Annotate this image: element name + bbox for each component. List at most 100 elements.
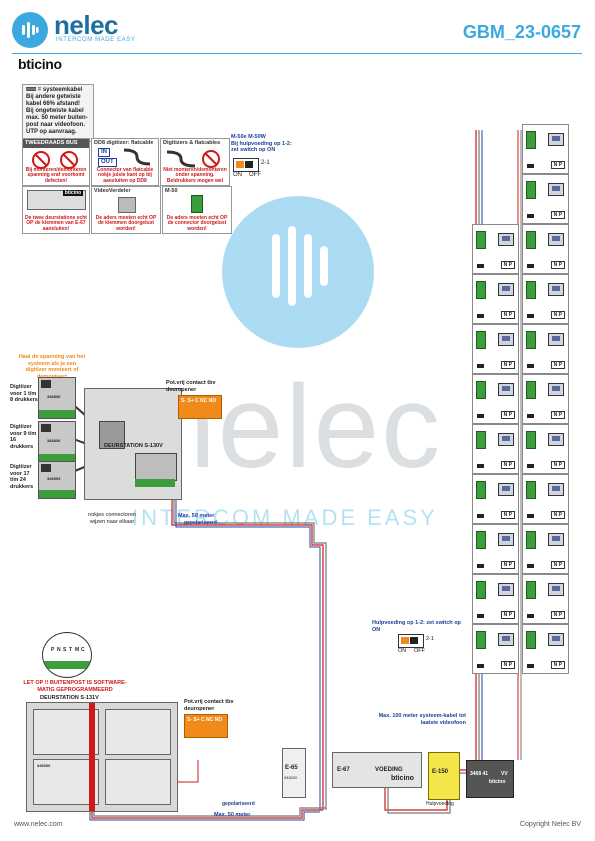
monitor-p-label: P (508, 362, 512, 368)
connector-note: nokjes connectoren wijzen naar elkaar (88, 512, 136, 525)
monitor-n-label: N (553, 462, 558, 468)
e150-aux-power: E-150 (428, 752, 460, 800)
switch-position: 2-1 (261, 160, 270, 166)
video-monitor: N P (472, 224, 519, 274)
no-power-flatcable-icon (166, 149, 220, 168)
info-box-m50-connector: M-50 De aders moeten echt OP de connecto… (162, 186, 232, 234)
monitor-np-label: N P (500, 461, 515, 469)
green-connector-icon (526, 581, 536, 599)
legend-title: = systeemkabel (26, 87, 90, 94)
monitor-n-label: N (553, 312, 558, 318)
monitor-np-label: N P (550, 161, 565, 169)
monitor-n-label: N (553, 412, 558, 418)
video-monitor: N P (522, 224, 569, 274)
green-connector-icon (526, 231, 536, 249)
switch-off-label: OFF (414, 648, 425, 654)
monitor-n-label: N (503, 562, 508, 568)
monitor-screen-icon (548, 333, 564, 346)
monitor-screen-icon (548, 533, 564, 546)
cable-twisted-label: gepolariseerd (222, 801, 255, 807)
monitor-switch-icon (527, 614, 534, 618)
monitor-np-label: N P (550, 311, 565, 319)
cable-length-label: Max. 50 meter (178, 513, 215, 519)
out-label: OUT (98, 158, 117, 167)
info-box-e67-terminals: bticino De twee deurstations echt OP de … (22, 186, 90, 234)
monitor-p-label: P (558, 612, 562, 618)
monitor-switch-icon (477, 414, 484, 418)
monitor-p-label: P (558, 262, 562, 268)
monitor-np-label: N P (550, 611, 565, 619)
monitor-switch-icon (527, 514, 534, 518)
digitizer-label: Digitizer voor 9 t/m 16 drukkers (10, 424, 37, 450)
monitor-p-label: P (558, 512, 562, 518)
monitor-screen-icon (548, 383, 564, 396)
switch-off-label: OFF (249, 172, 261, 178)
monitor-p-label: P (508, 562, 512, 568)
monitor-np-label: N P (500, 261, 515, 269)
footer-website: www.nelec.com (14, 821, 63, 828)
monitor-switch-icon (527, 464, 534, 468)
monitor-switch-icon (477, 614, 484, 618)
video-monitor: N P (472, 324, 519, 374)
monitor-np-label: N P (500, 361, 515, 369)
monitor-np-label: N P (550, 561, 565, 569)
monitor-screen-icon (548, 283, 564, 296)
relay-label: Pot.vrij contact tbv deuropener (184, 699, 234, 712)
flatcable-icon (123, 148, 151, 166)
video-monitor: N P (522, 274, 569, 324)
monitor-switch-icon (477, 564, 484, 568)
monitor-p-label: P (508, 612, 512, 618)
cable-length-label: Max. 50 meter (214, 812, 251, 818)
monitor-switch-icon (527, 214, 534, 218)
monitor-screen-icon (498, 633, 514, 646)
monitor-switch-icon (527, 164, 534, 168)
aux-switch-note: Hulpvoeding op 1-2: zet switch op ON (372, 620, 461, 633)
door-station-label: DEURSTATION S-130V (104, 443, 163, 449)
video-monitor: N P (472, 274, 519, 324)
monitor-n-label: N (503, 412, 508, 418)
green-connector-icon (476, 231, 486, 249)
info-box-dd8-flatcable: DD8 digitizer: flatcable IN OUT Connecto… (91, 138, 159, 186)
monitor-np-label: N P (550, 361, 565, 369)
monitor-np-label: N P (500, 411, 515, 419)
monitor-np-label: N P (550, 211, 565, 219)
monitor-np-label: N P (500, 561, 515, 569)
green-connector-icon (526, 181, 536, 199)
dip-switch-icon (233, 158, 259, 172)
monitor-np-label: N P (550, 661, 565, 669)
monitor-switch-icon (527, 664, 534, 668)
monitor-n-label: N (553, 262, 558, 268)
digitizer-module: 346830 (38, 377, 76, 419)
digitizer-module: 346993 (38, 461, 76, 499)
monitor-switch-icon (477, 464, 484, 468)
green-connector-icon (476, 581, 486, 599)
monitor-switch-icon (527, 264, 534, 268)
watermark-tagline: INTERCOM MADE EASY (132, 505, 438, 530)
monitor-screen-icon (498, 533, 514, 546)
watermark-text: nelec (150, 361, 443, 493)
monitor-p-label: P (508, 462, 512, 468)
monitor-n-label: N (503, 312, 508, 318)
monitor-n-label: N (553, 662, 558, 668)
info-box-two-wire-bus: TWEEDRAADS BUS Bij monteren/demonteren s… (22, 138, 90, 186)
monitor-switch-icon (527, 564, 534, 568)
relay-contact-module: S- S+ C NC NO (178, 395, 222, 419)
legend-line: UTP op aanvraag. (26, 129, 77, 135)
monitor-screen-icon (548, 583, 564, 596)
monitor-screen-icon (548, 233, 564, 246)
monitor-switch-icon (527, 364, 534, 368)
monitor-n-label: N (553, 562, 558, 568)
digitizer-warning: Haal de spanning van het systeem als je … (18, 354, 86, 380)
video-monitor: N P (472, 374, 519, 424)
monitor-p-label: P (558, 312, 562, 318)
door-station-label: DEURSTATION S-131V (40, 695, 99, 701)
video-monitor: N P (522, 174, 569, 224)
monitor-screen-icon (498, 233, 514, 246)
switch-on-label: ON (233, 172, 242, 178)
monitor-n-label: N (553, 512, 558, 518)
monitor-switch-icon (477, 364, 484, 368)
legend-line: max. 50 meter buiten- (26, 115, 88, 121)
monitor-p-label: P (558, 562, 562, 568)
green-connector-icon (476, 431, 486, 449)
footer-copyright: Copyright Nelec BV (519, 821, 581, 828)
